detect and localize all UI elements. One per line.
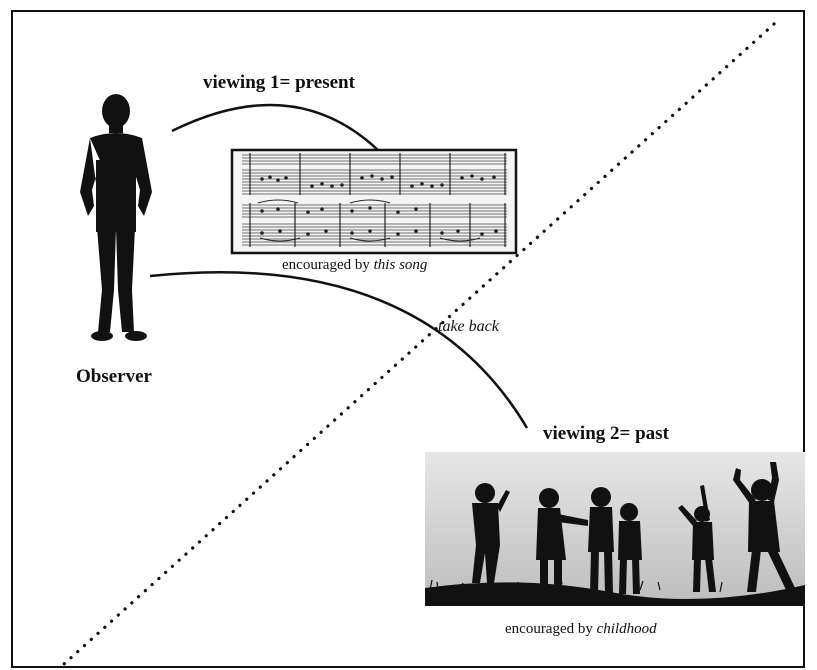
viewing-past-label: viewing 2= past	[543, 423, 669, 444]
viewing-present-caption: encouraged by this song	[282, 257, 427, 274]
sheet-music-score-image	[230, 148, 518, 255]
view-present-arc	[171, 103, 381, 153]
observer-silhouette-icon	[80, 94, 152, 341]
viewing-past-caption: encouraged by childhood	[505, 621, 657, 638]
caption-prefix: encouraged by	[505, 621, 597, 637]
outer-border	[11, 10, 805, 668]
caption-emphasis: this song	[373, 257, 428, 273]
take-back-label: take back	[438, 318, 499, 335]
viewing-present-label: viewing 1= present	[203, 72, 355, 93]
children-silhouettes-photo	[425, 452, 805, 606]
view-past-arc	[149, 270, 529, 429]
caption-prefix: encouraged by	[282, 257, 374, 273]
observer-label: Observer	[76, 366, 152, 387]
caption-emphasis: childhood	[596, 621, 657, 637]
